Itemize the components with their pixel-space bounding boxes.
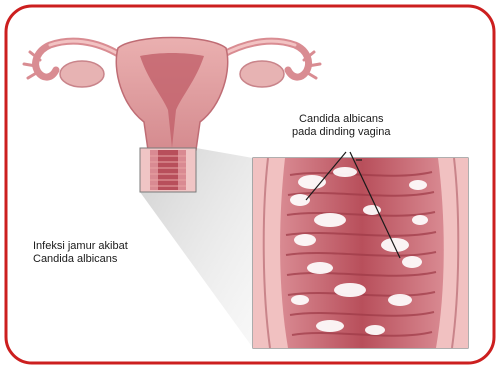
vagina-small — [150, 150, 186, 190]
ovary-right — [240, 61, 284, 87]
infection-label-line2: Candida albicans — [33, 253, 128, 266]
candida-wall-label-line1: Candida albicans — [292, 113, 390, 126]
candida-wall-label: Candida albicans pada dinding vagina — [292, 113, 390, 139]
infection-label: Infeksi jamur akibat Candida albicans — [33, 240, 128, 266]
zoom-callout — [253, 158, 468, 348]
infection-label-line1: Infeksi jamur akibat — [33, 240, 128, 253]
candida-wall-label-line2: pada dinding vagina — [292, 126, 390, 139]
ovary-left — [60, 61, 104, 87]
